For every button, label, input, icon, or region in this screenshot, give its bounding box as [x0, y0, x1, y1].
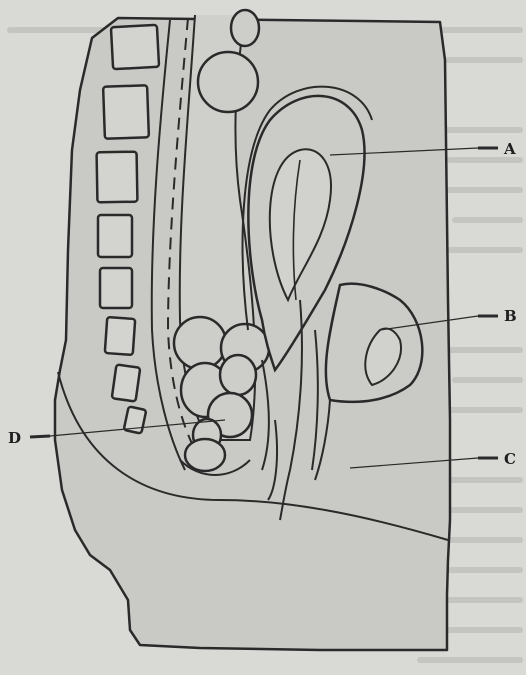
bowel-loop [198, 52, 258, 112]
bowel-loop [220, 355, 256, 395]
label-b: B [504, 307, 517, 325]
vertebra [98, 215, 132, 257]
vertebra [100, 268, 132, 308]
bowel-loop [174, 317, 226, 369]
bowel-loop [231, 10, 259, 46]
vertebra [103, 85, 149, 139]
vertebra [97, 152, 138, 203]
vertebra [105, 317, 135, 355]
bowel-loop [185, 439, 225, 471]
label-c: C [504, 450, 516, 468]
vertebra [112, 364, 140, 401]
label-d: D [8, 429, 21, 447]
label-a: A [503, 140, 516, 158]
vertebra [111, 25, 159, 69]
